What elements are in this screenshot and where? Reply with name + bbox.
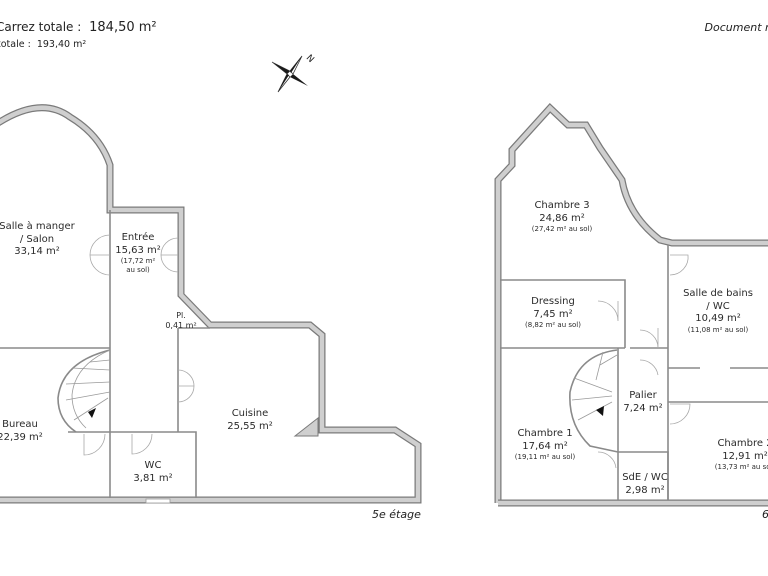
room-name: Chambre 1 xyxy=(517,428,573,439)
room-name: Palier xyxy=(629,390,657,401)
floor-5-walls xyxy=(0,104,422,504)
compass-rose-icon: N xyxy=(271,53,316,93)
room-name: Salle à manger xyxy=(0,221,75,232)
room-name: Chambre 3 xyxy=(534,200,590,211)
room-name: Chambre 2 xyxy=(717,438,768,449)
room-name: WC xyxy=(144,460,162,471)
room-area: 15,63 m² xyxy=(115,244,161,256)
carrez-total-value: 184,50 m² xyxy=(89,20,157,35)
room-name: Entrée xyxy=(121,232,155,243)
room-label-chambre-2: Chambre 2 12,91 m² (13,73 m² au sol) xyxy=(715,438,768,472)
room-area: 22,39 m² xyxy=(0,431,43,443)
floor-label-6: 6 xyxy=(762,508,768,521)
room-area: 33,14 m² xyxy=(14,246,60,257)
floor-label-5: 5e étage xyxy=(372,508,421,521)
room-name: Dressing xyxy=(531,296,575,307)
room-label-wc: WC 3,81 m² xyxy=(133,460,172,485)
room-label-palier: Palier 7,24 m² xyxy=(623,390,662,415)
room-area: 25,55 m² xyxy=(227,420,273,432)
room-floor-area-2: au sol) xyxy=(126,265,150,274)
room-area: 3,81 m² xyxy=(133,472,173,484)
room-label-cuisine: Cuisine 25,55 m² xyxy=(227,408,273,433)
room-label-sde-wc: SdE / WC 2,98 m² xyxy=(622,472,668,497)
room-floor-area: (17,72 m² xyxy=(120,257,156,265)
room-floor-area: (13,73 m² au sol) xyxy=(714,463,768,471)
room-area: 12,91 m² xyxy=(722,450,768,462)
room-floor-area: (19,11 m² au sol) xyxy=(514,453,576,461)
room-label-entree: Entrée 15,63 m² (17,72 m² au sol) xyxy=(115,232,161,275)
room-label-salle-a-manger: Salle à manger / Salon 33,14 m² xyxy=(0,221,75,259)
room-floor-area: (27,42 m² au sol) xyxy=(531,225,593,233)
room-floor-area: (8,82 m² au sol) xyxy=(525,321,581,329)
room-name: Cuisine xyxy=(231,408,269,419)
room-label-chambre-1: Chambre 1 17,64 m² (19,11 m² au sol) xyxy=(515,428,575,462)
total-area-label: totale : xyxy=(0,39,31,50)
room-label-bureau: Bureau 22,39 m² xyxy=(0,419,43,444)
room-area: 2,98 m² xyxy=(625,484,665,496)
room-area: 17,64 m² xyxy=(522,440,568,452)
room-floor-area: (11,08 m² au sol) xyxy=(687,325,749,334)
room-name: Bureau xyxy=(2,419,38,430)
room-area: 7,45 m² xyxy=(533,308,573,320)
room-label-salle-de-bains: Salle de bains / WC 10,49 m² (11,08 m² a… xyxy=(683,288,753,334)
room-area: 0,41 m² xyxy=(165,321,197,330)
room-label-dressing: Dressing 7,45 m² (8,82 m² au sol) xyxy=(525,296,581,330)
room-name: Salle de bains xyxy=(683,288,753,299)
document-note: Document n xyxy=(704,21,768,34)
room-label-chambre-3: Chambre 3 24,86 m² (27,42 m² au sol) xyxy=(532,200,592,234)
carrez-total: Carrez totale : 184,50 m² xyxy=(0,20,157,35)
room-name: SdE / WC xyxy=(622,472,668,483)
carrez-total-label: Carrez totale : xyxy=(0,20,82,34)
compass-north-letter: N xyxy=(304,53,316,65)
room-area: 7,24 m² xyxy=(623,402,663,414)
total-area: totale : 193,40 m² xyxy=(0,39,86,50)
room-area: 10,49 m² xyxy=(695,313,741,324)
floor-6-walls xyxy=(494,103,768,507)
room-area: 24,86 m² xyxy=(539,212,585,224)
room-name: Pl. xyxy=(176,311,186,320)
room-label-placard: Pl. 0,41 m² xyxy=(165,311,196,331)
room-name-2: / WC xyxy=(706,300,730,312)
total-area-value: 193,40 m² xyxy=(36,39,87,50)
room-name-2: / Salon xyxy=(19,233,55,245)
